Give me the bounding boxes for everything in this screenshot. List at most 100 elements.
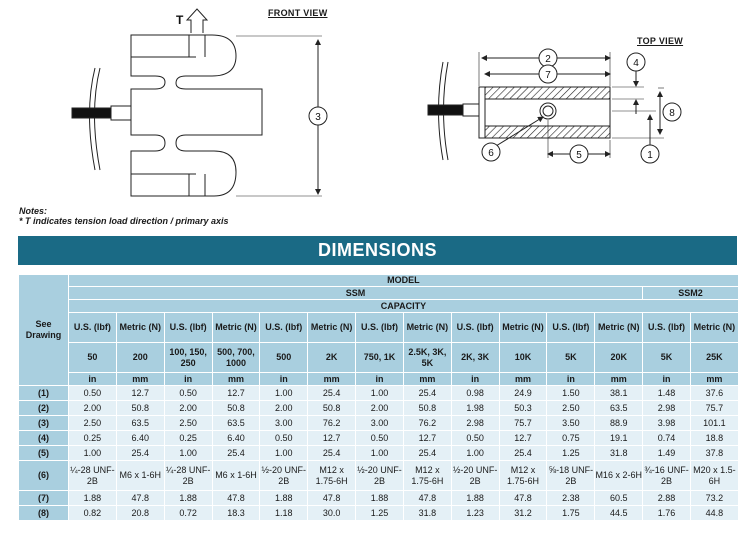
callout-6-label: 6	[488, 148, 494, 159]
table-cell: 63.5	[115, 415, 165, 431]
capacity-value: 500, 700, 1000	[211, 342, 261, 373]
table-cell: 2.50	[546, 400, 596, 416]
length-unit: in	[68, 372, 117, 386]
capacity-value: 200	[115, 342, 165, 373]
table-cell: 18.8	[689, 430, 739, 446]
row-label: (2)	[18, 400, 69, 416]
table-cell: 2.98	[642, 400, 691, 416]
table-cell: 1.88	[450, 490, 500, 506]
table-cell: 12.7	[307, 430, 357, 446]
table-cell: 25.4	[115, 445, 165, 461]
table-cell: 12.7	[211, 385, 261, 401]
table-cell: 1.18	[259, 505, 309, 521]
capacity-value: 100, 150, 250	[163, 342, 213, 373]
row-label: (3)	[18, 415, 69, 431]
dimensions-banner: DIMENSIONS	[18, 236, 737, 265]
table-cell: 20.8	[115, 505, 165, 521]
table-cell: 47.8	[211, 490, 261, 506]
length-unit: mm	[498, 372, 548, 386]
unit-header: Metric (N)	[211, 312, 261, 343]
table-cell: 60.5	[594, 490, 644, 506]
table-cell: 47.8	[115, 490, 165, 506]
table-cell: 1.00	[259, 445, 309, 461]
table-cell: 0.50	[450, 430, 500, 446]
unit-header: U.S. (lbf)	[259, 312, 309, 343]
table-cell: 2.00	[259, 400, 309, 416]
row-label: (7)	[18, 490, 69, 506]
row-label: (4)	[18, 430, 69, 446]
table-cell: 101.1	[689, 415, 739, 431]
row-label: (6)	[18, 460, 69, 491]
unit-header: U.S. (lbf)	[355, 312, 404, 343]
table-cell: M20 x 1.5-6H	[689, 460, 739, 491]
table-cell: 44.8	[689, 505, 739, 521]
table-cell: M12 x 1.75-6H	[402, 460, 452, 491]
table-cell: 37.8	[689, 445, 739, 461]
table-cell: 1.50	[546, 385, 596, 401]
capacity-value: 50	[68, 342, 117, 373]
table-cell: 1.00	[163, 445, 213, 461]
table-cell: 18.3	[211, 505, 261, 521]
table-cell: 2.00	[163, 400, 213, 416]
capacity-value: 2K, 3K	[450, 342, 500, 373]
table-cell: 3.98	[642, 415, 691, 431]
table-cell: 1.88	[355, 490, 404, 506]
capacity-value: 25K	[689, 342, 739, 373]
table-cell: 63.5	[594, 400, 644, 416]
table-cell: 6.40	[115, 430, 165, 446]
table-cell: 12.7	[402, 430, 452, 446]
ssm2-header: SSM2	[642, 286, 739, 300]
table-cell: M16 x 2-6H	[594, 460, 644, 491]
table-cell: 75.7	[689, 400, 739, 416]
table-cell: 50.8	[402, 400, 452, 416]
capacity-header: CAPACITY	[68, 299, 739, 313]
table-cell: 0.25	[68, 430, 117, 446]
unit-header: Metric (N)	[594, 312, 644, 343]
table-cell: ½-20 UNF-2B	[259, 460, 309, 491]
row-label: (5)	[18, 445, 69, 461]
table-cell: 2.50	[163, 415, 213, 431]
length-unit: in	[546, 372, 596, 386]
callout-5-label: 5	[576, 150, 582, 161]
capacity-value: 5K	[546, 342, 596, 373]
table-cell: 88.9	[594, 415, 644, 431]
length-unit: in	[163, 372, 213, 386]
callout-2-label: 2	[545, 54, 551, 65]
table-cell: 2.38	[546, 490, 596, 506]
length-unit: mm	[115, 372, 165, 386]
callout-7-label: 7	[545, 70, 551, 81]
table-cell: ½-20 UNF-2B	[450, 460, 500, 491]
table-cell: 37.6	[689, 385, 739, 401]
table-cell: 1.00	[355, 385, 404, 401]
unit-header: Metric (N)	[115, 312, 165, 343]
table-cell: 25.4	[307, 445, 357, 461]
table-cell: 47.8	[307, 490, 357, 506]
table-cell: 12.7	[498, 430, 548, 446]
capacity-value: 500	[259, 342, 309, 373]
callout-3-label: 3	[315, 112, 321, 123]
table-cell: 0.25	[163, 430, 213, 446]
length-unit: mm	[307, 372, 357, 386]
table-cell: 63.5	[211, 415, 261, 431]
table-cell: 75.7	[498, 415, 548, 431]
table-cell: 3.50	[546, 415, 596, 431]
table-cell: 25.4	[211, 445, 261, 461]
table-cell: 76.2	[307, 415, 357, 431]
unit-header: Metric (N)	[498, 312, 548, 343]
table-cell: 0.50	[259, 430, 309, 446]
table-cell: 31.8	[402, 505, 452, 521]
front-view-drawing	[71, 8, 328, 197]
table-cell: 0.50	[68, 385, 117, 401]
unit-header: Metric (N)	[307, 312, 357, 343]
table-cell: 1.88	[68, 490, 117, 506]
table-cell: 0.82	[68, 505, 117, 521]
table-cell: 31.8	[594, 445, 644, 461]
capacity-value: 2K	[307, 342, 357, 373]
table-cell: 0.50	[163, 385, 213, 401]
length-unit: in	[355, 372, 404, 386]
front-view-label: FRONT VIEW	[268, 8, 328, 18]
table-cell: ¾-16 UNF-2B	[642, 460, 691, 491]
